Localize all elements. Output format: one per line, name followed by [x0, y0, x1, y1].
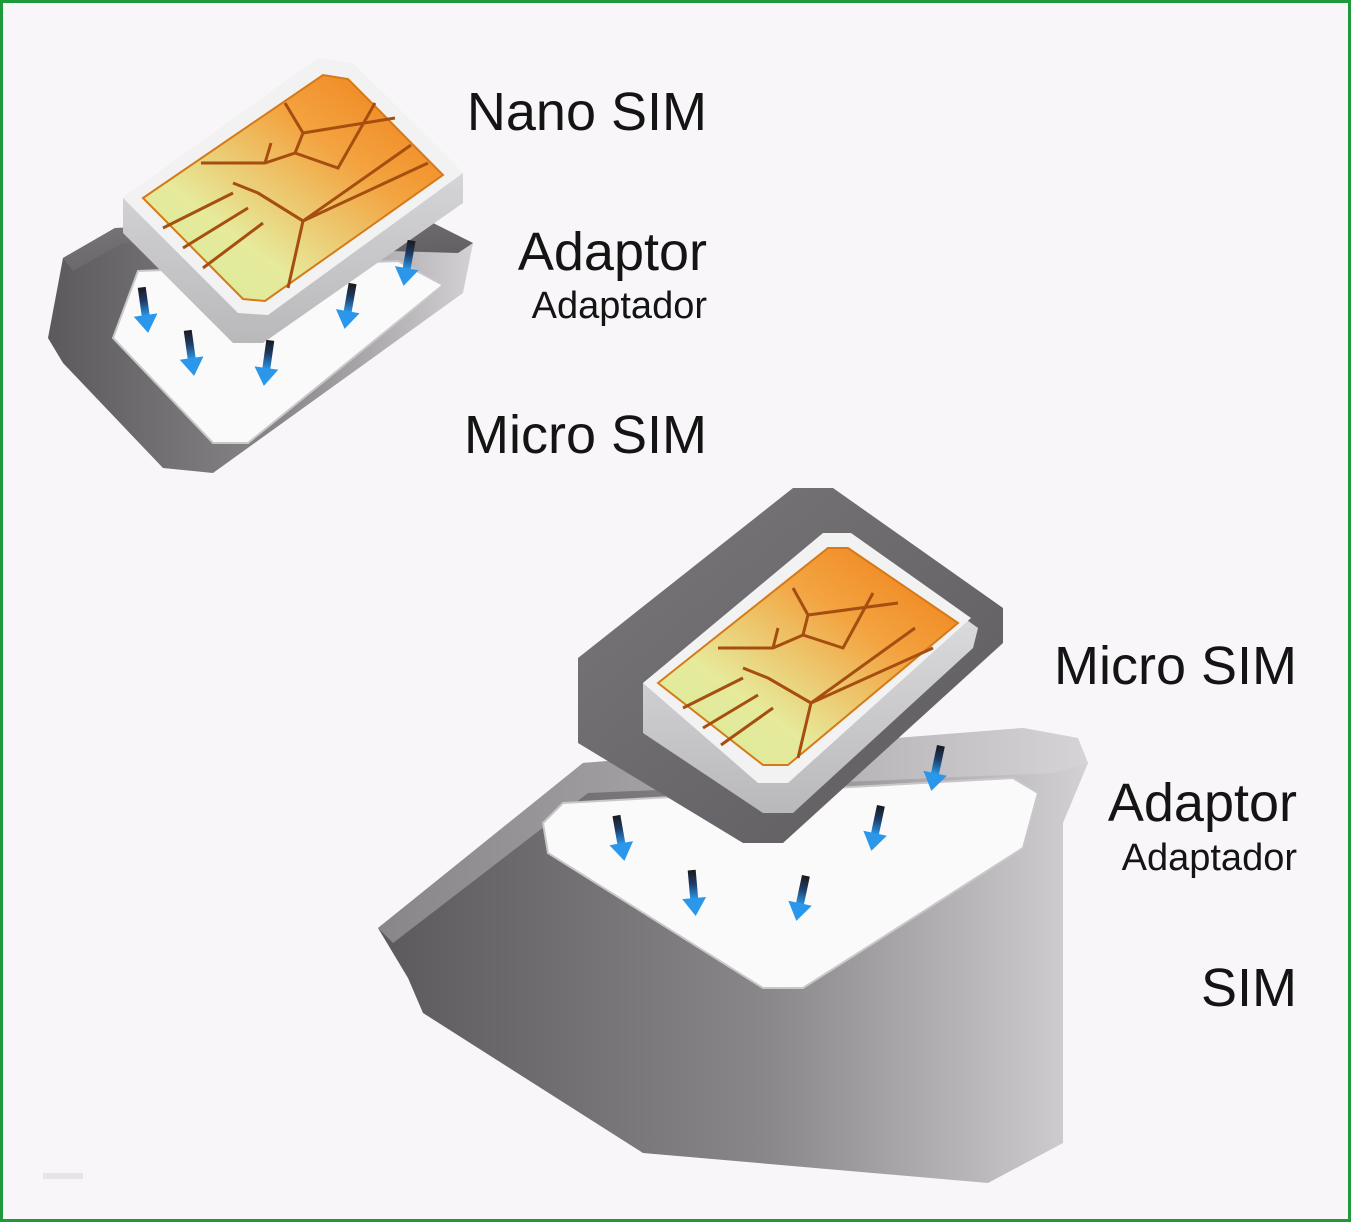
sim-chip-icon	[141, 73, 445, 303]
nano-sim-label: Nano SIM	[466, 82, 707, 142]
adaptador-label-top: Adaptador	[531, 285, 707, 327]
sim-adapter-illustration	[43, 58, 1088, 1183]
micro-sim-label-top: Micro SIM	[464, 405, 707, 465]
micro-sim-label-bottom: Micro SIM	[1054, 636, 1297, 696]
micro-sim-card	[578, 488, 1003, 843]
sim-adaptor-bottom	[378, 728, 1088, 1183]
adaptador-label-bottom: Adaptador	[1121, 837, 1297, 879]
adaptor-label-top: Adaptor	[517, 222, 707, 282]
watermark-mark	[43, 1173, 83, 1179]
sim-label: SIM	[1200, 958, 1297, 1018]
nano-sim-card	[123, 58, 463, 343]
adaptor-label-bottom: Adaptor	[1107, 773, 1297, 833]
